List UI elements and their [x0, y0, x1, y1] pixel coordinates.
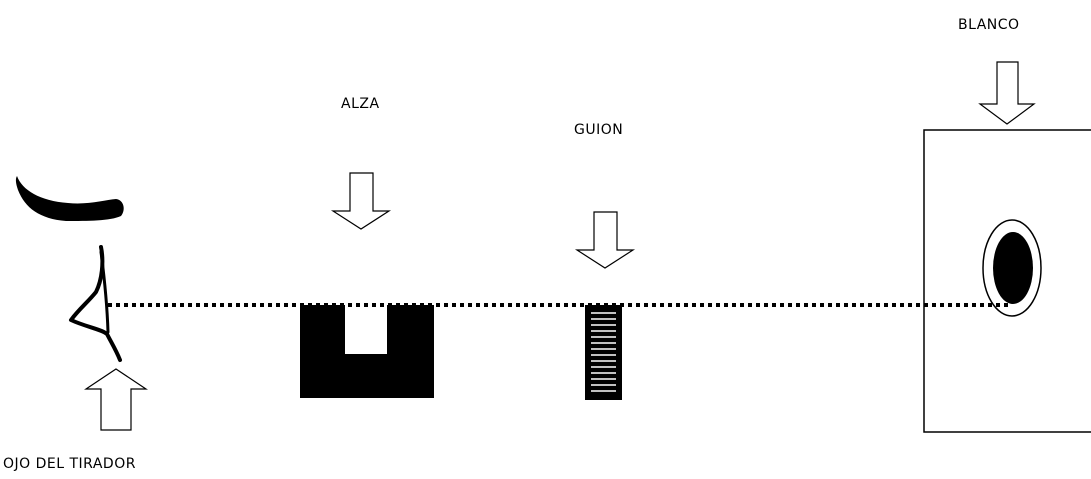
- eyebrow-icon: [15, 176, 124, 221]
- arrow-up-icon: [84, 368, 148, 431]
- label-alza: ALZA: [341, 96, 380, 112]
- alza-rear-sight: [300, 305, 434, 398]
- arrow-down-icon: [978, 61, 1036, 125]
- guion-stripes: [591, 312, 616, 392]
- label-ojo-del-tirador: OJO DEL TIRADOR: [3, 456, 136, 472]
- eye-icon: [69, 245, 122, 362]
- label-blanco: BLANCO: [958, 17, 1020, 33]
- arrow-down-icon: [330, 172, 392, 230]
- guion-front-sight: [585, 305, 622, 400]
- label-guion: GUION: [574, 122, 623, 138]
- eye-pupil-line: [99, 250, 110, 334]
- blanco-bullseye: [993, 232, 1033, 304]
- arrow-down-icon: [574, 211, 636, 269]
